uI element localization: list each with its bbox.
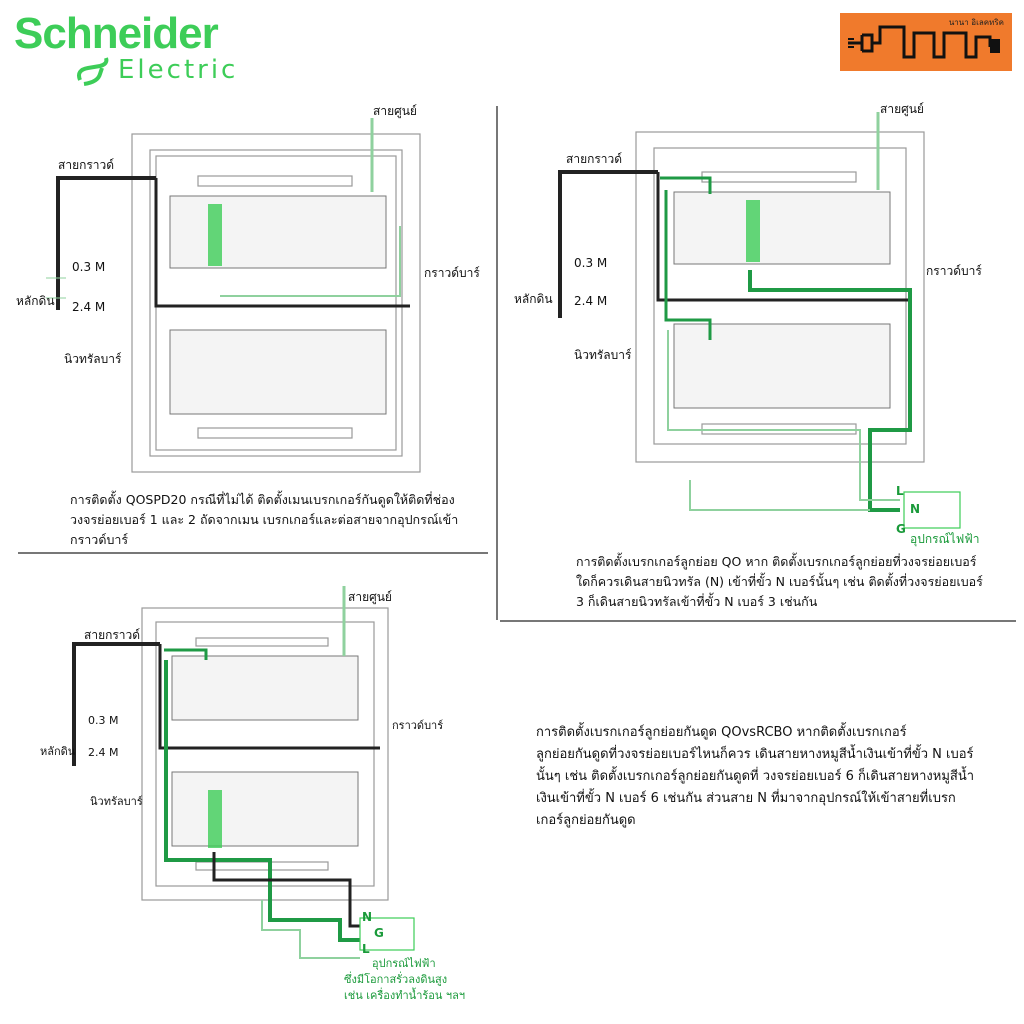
panel1-caption: การติดตั้ง QOSPD20 กรณีที่ไม่ได้ ติดตั้ง… — [70, 490, 480, 550]
panel4-caption: การติดตั้งเบรกเกอร์ลูกย่อยกันดูด QOvsRCB… — [536, 722, 976, 832]
p3-appliance-label: อุปกรณ์ไฟฟ้า — [372, 957, 436, 970]
plug-logo-icon — [848, 25, 1000, 59]
panel1-breakers-top — [169, 195, 387, 269]
panel2-wires — [558, 112, 912, 512]
p2-term-N: N — [910, 502, 921, 516]
caption-line: การติดตั้ง QOSPD20 กรณีที่ไม่ได้ ติดตั้ง… — [70, 492, 455, 507]
p3-term-G: G — [374, 926, 384, 940]
panel2-appliance-box — [903, 491, 961, 529]
p2-ground-bar-label: กราวด์บาร์ — [926, 264, 982, 278]
caption-line: ใดก็ควรเดินสายนิวทรัล (N) เข้าที่ขั้ว N … — [576, 574, 983, 589]
caption-line: เกอร์ลูกย่อยกันดูด — [536, 813, 636, 828]
store-small-text: นานา อิเลคทริค — [948, 18, 1004, 27]
caption-line: 3 ก็เดินสายนิวทรัลเข้าที่ขั้ว N เบอร์ 3 … — [576, 594, 818, 609]
p3-term-N: N — [362, 910, 373, 924]
p2-appliance-label: อุปกรณ์ไฟฟ้า — [910, 532, 980, 546]
p3-ground-wire-label: สายกราวด์ — [84, 628, 141, 642]
panel2-caption: การติดตั้งเบรกเกอร์ลูกย่อย QO หาก ติดตั้… — [576, 552, 986, 612]
caption-line: กราวด์บาร์ — [70, 532, 129, 547]
p1-ground-rod-label: หลักดิน — [16, 294, 55, 308]
panel1-breakers-bottom — [169, 329, 387, 415]
panel3-cabinet — [141, 607, 389, 901]
caption-line: การติดตั้งเบรกเกอร์ลูกย่อย QO หาก ติดตั้… — [576, 554, 977, 569]
p3-ground-rod-label: หลักดิน — [40, 745, 76, 758]
p3-ground-bar-label: กราวด์บาร์ — [392, 719, 444, 732]
panel3-breakers-top — [171, 655, 359, 721]
p2-term-G: G — [896, 522, 906, 536]
p1-neutral-wire-label: สายศูนย์ — [373, 104, 417, 118]
separator-left — [18, 552, 488, 554]
p2-depth-bottom: 2.4 M — [574, 294, 608, 308]
brand-sub: Electric — [118, 55, 239, 85]
panel3-wires — [72, 586, 380, 959]
separator-right — [500, 620, 1016, 622]
p1-ground-wire-label: สายกราวด์ — [58, 158, 115, 172]
p3-appliance-sub1: ซึ่งมีโอกาสรั่วลงดินสูง — [344, 973, 448, 986]
p3-appliance-sub2: เช่น เครื่องทำน้ำร้อน ฯลฯ — [344, 989, 465, 1002]
schneider-logo-icon — [77, 57, 109, 86]
panel2-breakers-top — [673, 191, 891, 265]
separator-vertical — [496, 106, 498, 620]
p2-term-L: L — [896, 484, 904, 498]
panel1-ground-rod-marks — [46, 277, 66, 299]
p1-neutral-bar-label: นิวทรัลบาร์ — [64, 352, 122, 366]
panel1-wires — [56, 118, 410, 310]
p3-term-L: L — [362, 942, 370, 956]
caption-line: วงจรย่อยเบอร์ 1 และ 2 ถัดจากเมน เบรกเกอร… — [70, 512, 459, 527]
caption-line: เงินเข้าที่ขั้ว N เบอร์ 6 เช่นกัน ส่วนสา… — [536, 791, 956, 806]
p1-ground-bar-label: กราวด์บาร์ — [424, 266, 480, 280]
p2-neutral-wire-label: สายศูนย์ — [880, 102, 924, 116]
p2-ground-wire-label: สายกราวด์ — [566, 152, 623, 166]
caption-line: การติดตั้งเบรกเกอร์ลูกย่อยกันดูด QOvsRCB… — [536, 725, 907, 740]
p1-depth-top: 0.3 M — [72, 260, 106, 274]
panel3-breakers-bottom — [171, 771, 359, 847]
caption-line: ลูกย่อยกันดูดที่วงจรย่อยเบอร์ไหนก็ควร เด… — [536, 747, 974, 762]
p3-neutral-bar-label: นิวทรัลบาร์ — [90, 795, 143, 808]
p2-ground-rod-label: หลักดิน — [514, 292, 553, 306]
caption-line: นั้นๆ เช่น ติดตั้งเบรกเกอร์ลูกย่อยกันดูด… — [536, 769, 975, 784]
p3-neutral-wire-label: สายศูนย์ — [348, 590, 392, 604]
p3-depth-bottom: 2.4 M — [88, 746, 119, 759]
panel3-appliance-box — [359, 917, 415, 951]
p1-depth-bottom: 2.4 M — [72, 300, 106, 314]
store-logo: นานา อิเลคทริค — [840, 13, 1012, 71]
brand-name: Schneider — [14, 9, 219, 58]
p3-depth-top: 0.3 M — [88, 714, 119, 727]
p2-neutral-bar-label: นิวทรัลบาร์ — [574, 348, 632, 362]
p2-depth-top: 0.3 M — [574, 256, 608, 270]
